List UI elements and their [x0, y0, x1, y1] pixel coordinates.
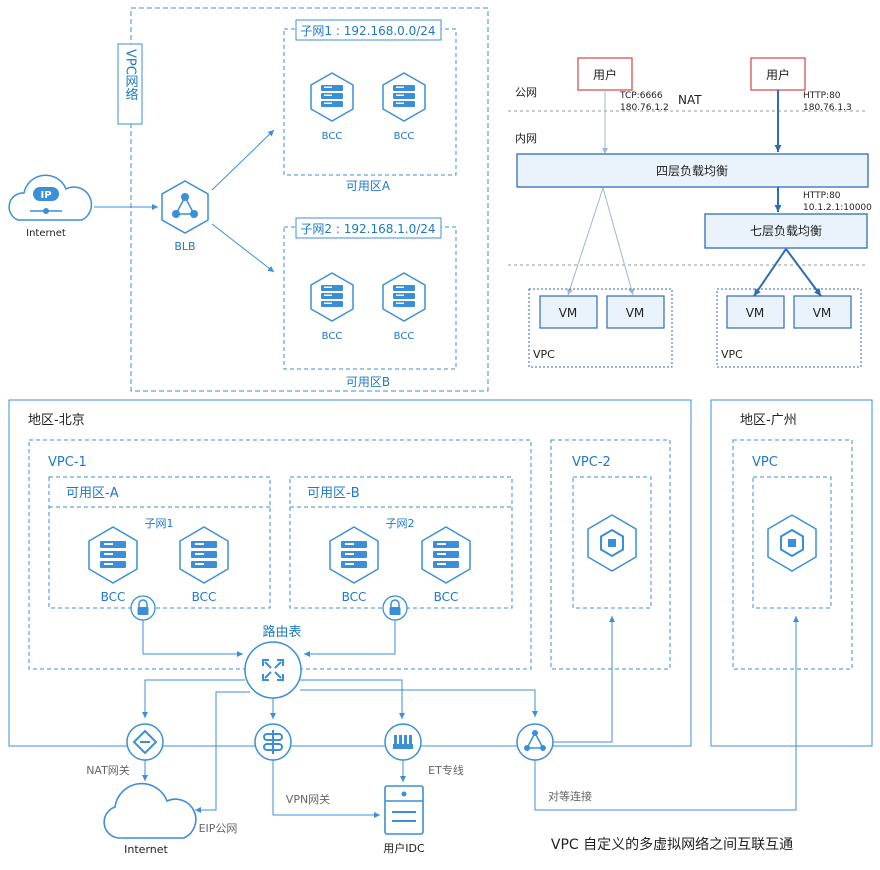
vpn-gateway-label: VPN网关 — [286, 792, 330, 806]
vpc1-label: VPC-1 — [48, 455, 87, 470]
vpc-label: VPC — [721, 348, 743, 361]
user-idc-icon — [384, 785, 424, 835]
vpc-hex-icon — [587, 514, 637, 572]
zone-a-label: 可用区-A — [66, 486, 119, 501]
nat-gateway-label: NAT网关 — [86, 763, 130, 777]
bcc-server-icon — [310, 72, 354, 122]
http2-port-label: HTTP:80 — [803, 191, 841, 201]
bcc-server-icon — [88, 526, 138, 584]
vm-label: VM — [559, 306, 578, 320]
subnet1-tag — [295, 19, 442, 41]
bcc-server-icon — [329, 526, 379, 584]
http-port-label: HTTP:80 — [803, 91, 841, 101]
subnet2-box — [283, 226, 457, 370]
subnet2-label: 子网2 : 192.168.1.0/24 — [300, 222, 435, 236]
zone-b-label: 可用区-B — [307, 486, 360, 501]
vpc2-box — [550, 439, 671, 670]
lock-icon — [130, 595, 156, 621]
et-line-label: ET专线 — [428, 763, 464, 777]
http2-ip-label: 10.1.2.1:10000 — [803, 203, 872, 213]
vm-label: VM — [626, 306, 645, 320]
bcc-server-icon — [382, 272, 426, 322]
internet-cloud-icon — [8, 174, 93, 221]
internet-label: Internet — [26, 228, 66, 239]
vpc-gz-label: VPC — [752, 455, 778, 470]
vpc-box-right — [716, 288, 862, 368]
ip-badge: IP — [40, 190, 51, 201]
subnet1-label: 子网1 : 192.168.0.0/24 — [300, 24, 435, 38]
bcc-server-icon — [310, 272, 354, 322]
vpc-box-left — [528, 288, 673, 368]
route-table-label: 路由表 — [262, 624, 301, 640]
vpn-gateway-icon — [254, 723, 292, 761]
blb-label: BLB — [174, 240, 195, 253]
internet-cloud-icon — [103, 782, 197, 839]
blb-icon — [161, 180, 209, 234]
route-table-icon — [244, 641, 302, 699]
bcc-label: BCC — [192, 590, 217, 604]
vpc-network-box — [130, 7, 489, 392]
vpc2-label: VPC-2 — [572, 455, 611, 470]
tcp-ip-label: 180.76.1.2 — [620, 103, 669, 113]
bcc-label: BCC — [322, 331, 343, 342]
bcc-label: BCC — [322, 131, 343, 142]
nat-gateway-icon — [126, 723, 164, 761]
vpc-network-tag — [117, 43, 143, 125]
vpc-label: VPC — [533, 348, 555, 361]
internet-label-bottom: Internet — [124, 843, 168, 856]
vm-box — [539, 295, 598, 329]
vpc-gz-box — [732, 439, 853, 670]
vm-box — [793, 295, 852, 329]
http-ip-label: 180.76.1.3 — [803, 103, 852, 113]
internal-net-label: 内网 — [515, 131, 537, 145]
l4-lb-label: 四层负载均衡 — [656, 164, 728, 178]
user-idc-label: 用户IDC — [383, 841, 425, 855]
region-beijing-box — [8, 399, 692, 747]
vpc-network-label: VPC网络 — [123, 49, 139, 101]
bcc-label: BCC — [394, 131, 415, 142]
lock-icon — [382, 595, 408, 621]
bcc-label: BCC — [342, 590, 367, 604]
subnet2-label: 子网2 — [386, 517, 415, 530]
diagram-caption: VPC 自定义的多虚拟网络之间互联互通 — [551, 836, 793, 853]
bcc-label: BCC — [394, 331, 415, 342]
peering-label: 对等连接 — [548, 789, 592, 803]
et-line-icon — [384, 723, 422, 761]
region-beijing-label: 地区-北京 — [28, 413, 85, 428]
zone-a-box — [48, 476, 271, 609]
vpc-hex-icon — [767, 514, 817, 572]
user-label: 用户 — [766, 67, 790, 82]
vm-label: VM — [746, 306, 765, 320]
tcp-port-label: TCP:6666 — [619, 91, 663, 101]
l7-lb-label: 七层负载均衡 — [750, 224, 822, 238]
zone-a-label: 可用区A — [346, 179, 391, 193]
vm-label: VM — [813, 306, 832, 320]
l7-load-balancer — [704, 213, 868, 249]
bcc-server-icon — [179, 526, 229, 584]
peering-icon — [516, 723, 554, 761]
region-guangzhou-box — [710, 399, 873, 747]
nat-label: NAT — [678, 93, 702, 107]
vm-box — [726, 295, 785, 329]
bcc-label: BCC — [434, 590, 459, 604]
subnet1-label: 子网1 — [145, 517, 174, 530]
bcc-label: BCC — [101, 590, 126, 604]
l4-load-balancer — [516, 153, 869, 188]
user-box-right — [750, 57, 806, 91]
user-box-left — [577, 57, 633, 91]
eip-label: EIP公网 — [199, 822, 238, 835]
public-net-label: 公网 — [515, 86, 537, 99]
bcc-server-icon — [382, 72, 426, 122]
subnet2-tag — [295, 217, 442, 239]
vm-box — [606, 295, 665, 329]
bcc-server-icon — [421, 526, 471, 584]
user-label: 用户 — [593, 67, 617, 82]
region-guangzhou-label: 地区-广州 — [740, 413, 797, 428]
zone-b-label: 可用区B — [346, 375, 390, 389]
subnet1-box — [283, 28, 457, 176]
